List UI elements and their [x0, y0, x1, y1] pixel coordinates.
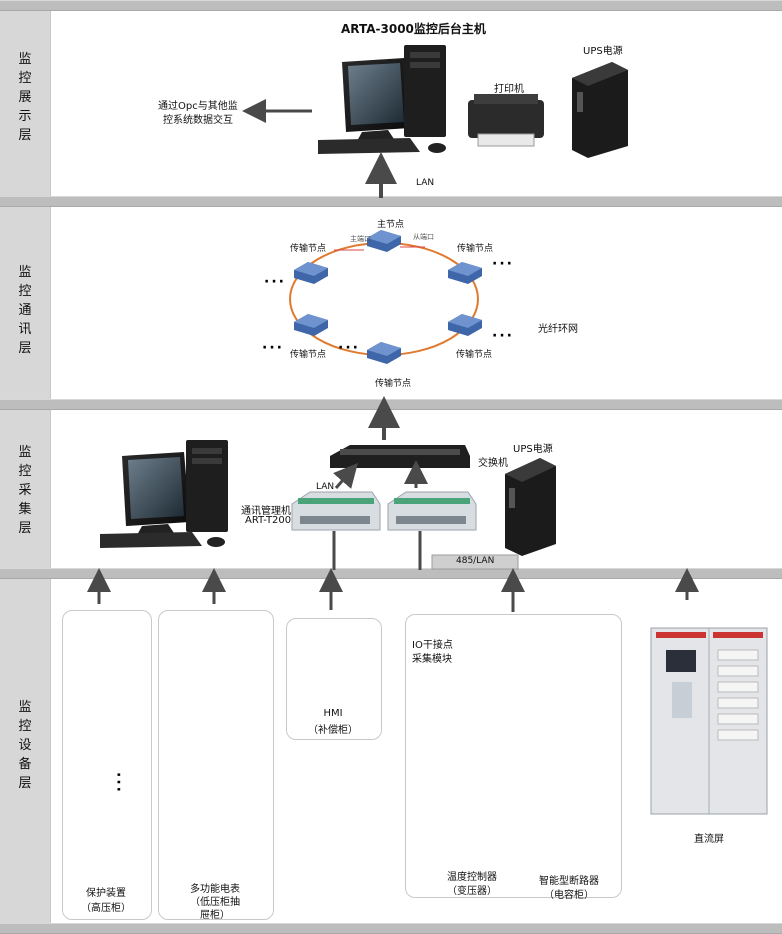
ups-display-icon [572, 62, 628, 158]
lan-acq-label: LAN [316, 482, 335, 492]
switch-label: 交换机 [478, 458, 508, 469]
transfer-node-label-5: 传输节点 [375, 379, 412, 389]
meter-label-3: 屉柜） [200, 910, 230, 921]
layer-band-acq [0, 408, 51, 572]
protection-label-2: （高压柜） [81, 903, 131, 914]
comm-manager-model: ART-T200 [245, 515, 292, 526]
layer-label-display: 监控展示层 [18, 52, 32, 143]
network-switch-icon [330, 445, 470, 468]
transfer-node-label-1: 传输节点 [290, 244, 327, 254]
layer-label-comm: 监控通讯层 [18, 265, 32, 356]
layer-label-acq: 监控采集层 [18, 445, 32, 536]
host-title: ARTA-3000监控后台主机 [341, 22, 486, 36]
ellipsis-left-bottom: ··· [262, 340, 284, 356]
ups-display-label: UPS电源 [583, 46, 623, 57]
panel-protection [62, 610, 152, 920]
protection-ellipsis: ··· [110, 772, 126, 794]
ellipsis-bottom-mid: ··· [338, 340, 360, 356]
ellipsis-right-bottom: ··· [492, 328, 514, 344]
temp-label-2: （变压器） [447, 886, 497, 897]
layer-band-device [0, 576, 51, 928]
breaker-label-2: （电容柜） [544, 890, 594, 901]
separator-display-comm [0, 196, 782, 207]
hmi-label-1: HMI [323, 708, 343, 719]
temp-label-1: 温度控制器 [447, 872, 497, 883]
ups-acq-label: UPS电源 [513, 444, 553, 455]
comm-manager-left-icon [291, 491, 381, 531]
ellipsis-right-top: ··· [492, 256, 514, 272]
transfer-node-label-2: 传输节点 [457, 244, 494, 254]
opc-label-line1: 通过Opc与其他监 [158, 101, 238, 112]
ups-acq-icon [505, 458, 556, 556]
layer-band-comm [0, 206, 51, 404]
comm-manager-right-icon [387, 491, 477, 531]
layer-label-device: 监控设备层 [18, 700, 32, 791]
comm-manager-label: 通讯管理机 [241, 506, 291, 517]
transfer-node-label-3: 传输节点 [290, 350, 327, 360]
master-node-label: 主节点 [377, 220, 405, 230]
panel-meters [158, 610, 274, 920]
fiber-ring [289, 242, 479, 356]
hmi-label-2: （补偿柜） [308, 725, 358, 736]
bus-label: 485/LAN [456, 556, 495, 566]
panel-io [405, 614, 622, 898]
switch-nodes [294, 230, 482, 364]
meter-label-1: 多功能电表 [190, 884, 240, 895]
master-port-label: 主端口 [350, 235, 371, 243]
fiber-ring-label: 光纤环网 [538, 324, 578, 335]
breaker-label-1: 智能型断路器 [539, 876, 599, 887]
dc-label: 直流屏 [694, 834, 724, 845]
io-label-2: 采集模块 [412, 654, 452, 665]
bus-label-box [431, 554, 519, 570]
panel-hmi [286, 618, 382, 740]
acq-computer-icon [100, 440, 228, 548]
dc-cabinet-icon [650, 627, 768, 815]
opc-label-line2: 控系统数据交互 [163, 115, 233, 126]
io-label-1: IO干接点 [412, 640, 453, 651]
separator-top [0, 0, 782, 11]
printer-label: 打印机 [494, 84, 524, 95]
lan-display-label: LAN [416, 178, 435, 188]
slave-port-label: 从端口 [413, 233, 434, 241]
ellipsis-left-top: ··· [264, 274, 286, 290]
host-computer-icon [318, 45, 446, 154]
layer-band-display [0, 0, 51, 196]
transfer-node-label-4: 传输节点 [456, 350, 493, 360]
meter-label-2: （低压柜抽 [190, 897, 240, 908]
separator-acq-device [0, 568, 782, 579]
protection-label-1: 保护装置 [86, 888, 126, 899]
printer-icon [468, 94, 544, 147]
